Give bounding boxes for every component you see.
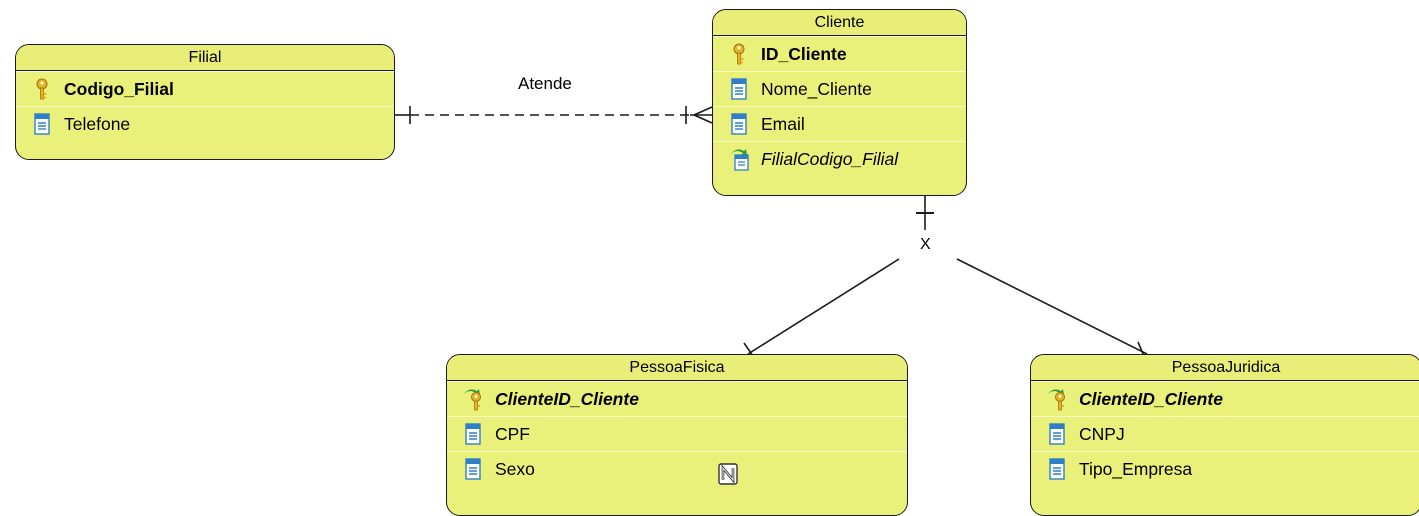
attribute-clienteid-cliente[interactable]: ClienteID_Cliente [447,381,907,416]
attribute-nome-cliente[interactable]: Nome_Cliente [713,71,966,106]
entity-title: Filial [16,45,394,71]
foreign-primary-key-icon [1046,389,1065,411]
attribute-sexo[interactable]: Sexo [447,451,907,486]
connector-layer [395,106,1148,357]
entity-title: Cliente [713,10,966,36]
nullable-icon [718,463,738,485]
crowfoot-top [693,106,713,116]
mark-pessoajuridica [1137,341,1145,357]
attribute-label: Codigo_Filial [64,79,174,99]
entity-pessoajuridica[interactable]: PessoaJuridica ClienteID_Cliente CNPJ Ti… [1030,354,1419,516]
line-to-pessoajuridica [956,258,1148,355]
relationship-label: Atende [518,74,572,93]
column-icon [34,113,50,135]
attribute-label: CNPJ [1079,424,1125,444]
primary-key-icon [733,43,745,65]
attribute-label: Email [761,114,805,134]
attribute-label: Sexo [495,459,535,479]
attribute-cnpj[interactable]: CNPJ [1031,416,1419,451]
column-icon [1049,423,1065,445]
column-icon [731,113,747,135]
attribute-label: ClienteID_Cliente [1079,389,1223,409]
atende-connector [395,106,713,124]
column-icon [1049,458,1065,480]
attribute-cpf[interactable]: CPF [447,416,907,451]
attribute-label: Nome_Cliente [761,79,872,99]
inheritance-symbol: X [920,236,931,253]
inheritance-connector [743,196,1148,357]
column-icon [731,78,747,100]
attribute-codigo-filial[interactable]: Codigo_Filial [16,71,394,106]
attribute-id-cliente[interactable]: ID_Cliente [713,36,966,71]
attribute-label: FilialCodigo_Filial [761,149,899,169]
entity-cliente[interactable]: Cliente ID_Cliente Nome_Cliente Email Fi… [712,9,967,196]
attribute-label: ID_Cliente [761,44,847,64]
attribute-label: ClienteID_Cliente [495,389,639,409]
entity-pessoafisica[interactable]: PessoaFisica ClienteID_Cliente CPF Sexo [446,354,908,516]
attribute-tipo-empresa[interactable]: Tipo_Empresa [1031,451,1419,486]
attribute-label: CPF [495,424,530,444]
entity-filial[interactable]: Filial Codigo_Filial Telefone [15,44,395,160]
line-to-pessoafisica [747,258,900,355]
primary-key-icon [36,78,48,100]
entity-title: PessoaFisica [447,355,907,381]
attribute-telefone[interactable]: Telefone [16,106,394,141]
attribute-filialcodigo-filial[interactable]: FilialCodigo_Filial [713,141,966,176]
entity-title: PessoaJuridica [1031,355,1419,381]
attribute-label: Tipo_Empresa [1079,459,1193,479]
mark-pessoafisica [743,342,754,357]
crowfoot-bottom [693,114,713,124]
attribute-label: Telefone [64,114,131,134]
foreign-primary-key-icon [462,389,481,411]
column-icon [465,458,481,480]
attribute-email[interactable]: Email [713,106,966,141]
attribute-clienteid-cliente[interactable]: ClienteID_Cliente [1031,381,1419,416]
column-icon [465,423,481,445]
foreign-key-column-icon [729,149,749,171]
